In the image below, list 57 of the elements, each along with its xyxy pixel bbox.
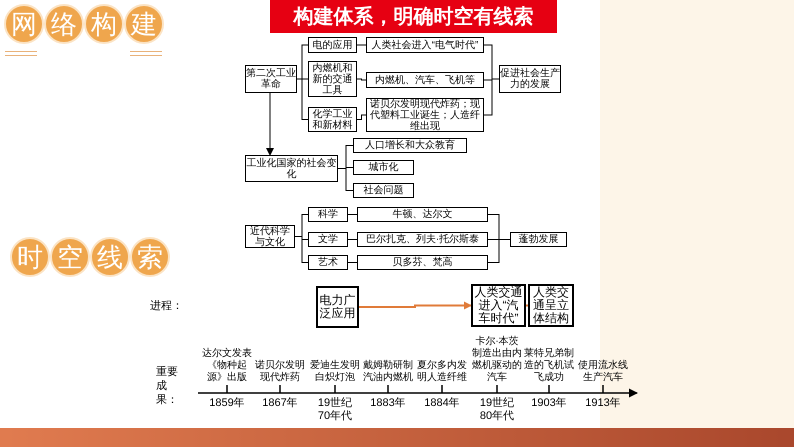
concept-box: 第二次工业革命 xyxy=(245,65,297,93)
concept-box: 社会问题 xyxy=(353,183,414,198)
event-box: 电力广泛应用 xyxy=(316,286,359,328)
concept-box: 艺术 xyxy=(308,255,348,270)
concept-box: 文学 xyxy=(308,232,348,247)
concept-box: 促进社会生产力的发展 xyxy=(499,65,561,93)
concept-box: 城市化 xyxy=(353,160,414,175)
event-text: 诺贝尔发明现代炸药 xyxy=(254,360,306,384)
date-label: 1859年 xyxy=(209,397,245,410)
connector-line xyxy=(348,239,358,240)
concept-box: 贝多芬、梵高 xyxy=(357,255,488,270)
concept-box: 科学 xyxy=(308,207,348,222)
concept-box: 人口增长和大众教育 xyxy=(353,138,467,153)
event-box: 人类交通进入“汽车时代” xyxy=(471,284,526,327)
event-text: 使用流水线生产汽车 xyxy=(577,360,629,384)
section-heading: 网络构建 xyxy=(4,4,164,44)
connector-line xyxy=(356,78,366,80)
title-banner: 构建体系，明确时空有线索 xyxy=(270,0,557,33)
event-text: 爱迪生发明白炽灯泡 xyxy=(309,360,361,384)
connector-line xyxy=(356,44,366,46)
concept-box: 工业化国家的社会变化 xyxy=(245,155,338,182)
event-text: 卡尔·本茨制造出由内燃机驱动的汽车 xyxy=(471,336,523,384)
connector-line xyxy=(356,114,366,120)
concept-box: 诺贝尔发明现代炸药；现代塑料工业诞生；人造纤维出现 xyxy=(366,98,484,132)
concept-box: 内燃机和新的交通工具 xyxy=(308,61,357,97)
arrow xyxy=(359,302,472,310)
event-box: 人类交通呈立体结构 xyxy=(528,284,574,327)
date-label: 1903年 xyxy=(531,397,567,410)
date-label: 19世纪80年代 xyxy=(478,397,516,423)
row-label: 重要成果： xyxy=(156,365,179,407)
concept-box: 化学工业和新材料 xyxy=(308,107,357,132)
event-text: 莱特兄弟制造的飞机试飞成功 xyxy=(523,348,575,384)
concept-box: 电的应用 xyxy=(308,37,357,53)
concept-box: 人类社会进入“电气时代” xyxy=(366,37,484,53)
section-heading: 时空线索 xyxy=(10,237,170,277)
date-label: 1884年 xyxy=(424,397,460,410)
concept-box: 蓬勃发展 xyxy=(510,232,567,247)
event-text: 夏尔多内发明人造纤维 xyxy=(416,360,468,384)
row-label: 进程： xyxy=(150,299,184,313)
connector-line xyxy=(348,214,358,215)
concept-box: 内燃机、汽车、飞机等 xyxy=(366,72,484,88)
connector-line xyxy=(348,262,358,263)
arrow xyxy=(266,92,274,156)
connector-line xyxy=(296,78,308,120)
date-label: 1913年 xyxy=(585,397,621,410)
concept-box: 牛顿、达尔文 xyxy=(357,207,488,222)
connector-line xyxy=(294,236,308,263)
concept-box: 巴尔扎克、列夫·托尔斯泰 xyxy=(357,232,488,247)
date-label: 1867年 xyxy=(262,397,298,410)
connector-line xyxy=(488,239,510,263)
date-label: 1883年 xyxy=(370,397,406,410)
concept-box: 近代科学与文化 xyxy=(245,225,295,248)
event-text: 戴姆勒研制汽油内燃机 xyxy=(362,360,414,384)
date-label: 19世纪70年代 xyxy=(316,397,354,423)
event-text: 达尔文发表《物种起源》出版 xyxy=(201,348,253,384)
connector-line xyxy=(484,78,500,116)
connector-line xyxy=(338,168,354,191)
